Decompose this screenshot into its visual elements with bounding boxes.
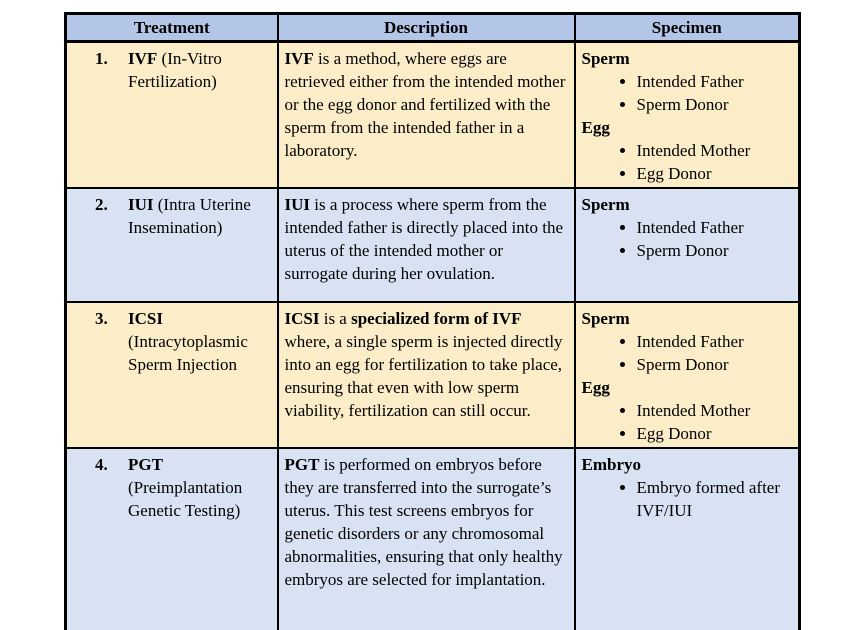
description-cell: IUI is a process where sperm from the in…	[276, 187, 576, 303]
specimen-item: Intended Father	[637, 70, 795, 93]
specimen-bullet-list: Intended FatherSperm Donor	[582, 330, 795, 376]
bold-text-segment: IVF	[128, 49, 158, 68]
specimen-bullet-list: Intended MotherEgg Donor	[582, 399, 795, 445]
specimen-item: Intended Father	[637, 216, 795, 239]
specimen-item: Sperm Donor	[637, 93, 795, 116]
treatment-name: IUI (Intra Uterine Insemination)	[128, 193, 265, 239]
bold-text-segment: PGT	[128, 455, 163, 474]
description-cell: IVF is a method, where eggs are retrieve…	[276, 40, 576, 189]
specimen-item: Intended Father	[637, 330, 795, 353]
text-segment: where, a single sperm is injected direct…	[284, 332, 563, 420]
bold-text-segment: ICSI	[284, 309, 320, 328]
specimen-group-label: Sperm	[581, 195, 630, 214]
treatment-number: 4.	[95, 455, 108, 474]
specimen-item: Egg Donor	[637, 422, 795, 445]
specimen-group-label: Sperm	[581, 309, 630, 328]
treatment-list-item: 4. PGT (Preimplantation Genetic Testing)	[68, 453, 265, 522]
table-row: 2.IUI (Intra Uterine Insemination)IUI is…	[64, 187, 801, 303]
text-segment: (Intra Uterine Insemination)	[128, 195, 251, 237]
treatment-cell: 4. PGT (Preimplantation Genetic Testing)	[64, 447, 279, 630]
treatment-name: PGT (Preimplantation Genetic Testing)	[128, 453, 265, 522]
bold-text-segment: IVF	[284, 49, 314, 68]
text-segment: is a process where sperm from the intend…	[284, 195, 564, 283]
specimen-group-label: Egg	[581, 378, 610, 397]
bold-text-segment: PGT	[284, 455, 320, 474]
specimen-cell: SpermIntended FatherSperm Donor	[573, 187, 801, 303]
text-segment: (Intracytoplasmic Sperm Injection	[128, 332, 248, 374]
specimen-item: Sperm Donor	[637, 239, 795, 262]
treatment-name: ICSI (Intracytoplasmic Sperm Injection	[128, 307, 265, 376]
specimen-group-label: Egg	[581, 118, 610, 137]
specimen-cell: SpermIntended FatherSperm DonorEggIntend…	[573, 301, 801, 449]
treatment-list-item: 1. IVF (In-Vitro Fertilization)	[68, 47, 265, 93]
text-segment: (Preimplantation Genetic Testing)	[128, 478, 243, 520]
treatment-number: 1.	[95, 49, 108, 68]
treatment-name: IVF (In-Vitro Fertilization)	[128, 47, 265, 93]
description-cell: ICSI is a specialized form of IVF where,…	[276, 301, 576, 449]
bold-text-segment: IUI	[128, 195, 154, 214]
table-row: 3. ICSI (Intracytoplasmic Sperm Injection…	[64, 301, 801, 449]
table-header: Treatment Description Specimen	[64, 12, 801, 43]
specimen-item: Intended Mother	[637, 399, 795, 422]
bold-text-segment: IUI	[284, 195, 311, 214]
table-row: 4.PGT (Preimplantation Genetic Testing)P…	[64, 447, 801, 630]
col-header-treatment: Treatment	[64, 12, 279, 43]
specimen-group-label: Sperm	[581, 49, 630, 68]
text-segment: is a method, where eggs are retrieved ei…	[284, 49, 566, 160]
table-row: 1.IVF (In-Vitro Fertilization)IVF is a m…	[64, 40, 801, 189]
specimen-cell: EmbryoEmbryo formed after IVF/IUI	[573, 447, 801, 630]
treatment-cell: 3. ICSI (Intracytoplasmic Sperm Injection	[64, 301, 279, 449]
table-container: Treatment Description Specimen 1. IVF (In…	[64, 12, 801, 630]
specimen-bullet-list: Embryo formed after IVF/IUI	[582, 476, 795, 522]
specimen-bullet-list: Intended MotherEgg Donor	[582, 139, 795, 185]
treatment-list-item: 3. ICSI (Intracytoplasmic Sperm Injection	[68, 307, 265, 376]
treatment-number: 2.	[95, 195, 108, 214]
bold-text-segment: specialized form of IVF	[351, 309, 522, 328]
specimen-item: Embryo formed after IVF/IUI	[637, 476, 795, 522]
treatment-cell: 2. IUI (Intra Uterine Insemination)	[64, 187, 279, 303]
col-header-specimen: Specimen	[573, 12, 801, 43]
treatment-table: Treatment Description Specimen 1. IVF (In…	[64, 12, 801, 630]
treatment-cell: 1. IVF (In-Vitro Fertilization)	[64, 40, 279, 189]
text-segment: is performed on embryos before they are …	[284, 455, 563, 589]
specimen-item: Egg Donor	[637, 162, 795, 185]
treatment-list-item: 2. IUI (Intra Uterine Insemination)	[68, 193, 265, 239]
specimen-item: Sperm Donor	[637, 353, 795, 376]
treatment-number: 3.	[95, 309, 108, 328]
specimen-cell: SpermIntended FatherSperm DonorEggIntend…	[573, 40, 801, 189]
specimen-item: Intended Mother	[637, 139, 795, 162]
table-body: 1.IVF (In-Vitro Fertilization)IVF is a m…	[64, 40, 801, 630]
col-header-description: Description	[276, 12, 576, 43]
specimen-bullet-list: Intended FatherSperm Donor	[582, 216, 795, 262]
text-segment: is a	[319, 309, 352, 328]
header-row: Treatment Description Specimen	[64, 12, 801, 43]
text-segment: (In-Vitro Fertilization)	[128, 49, 222, 91]
description-cell: PGT is performed on embryos before they …	[276, 447, 576, 630]
bold-text-segment: ICSI	[128, 309, 163, 328]
specimen-bullet-list: Intended FatherSperm Donor	[582, 70, 795, 116]
specimen-group-label: Embryo	[581, 455, 642, 474]
